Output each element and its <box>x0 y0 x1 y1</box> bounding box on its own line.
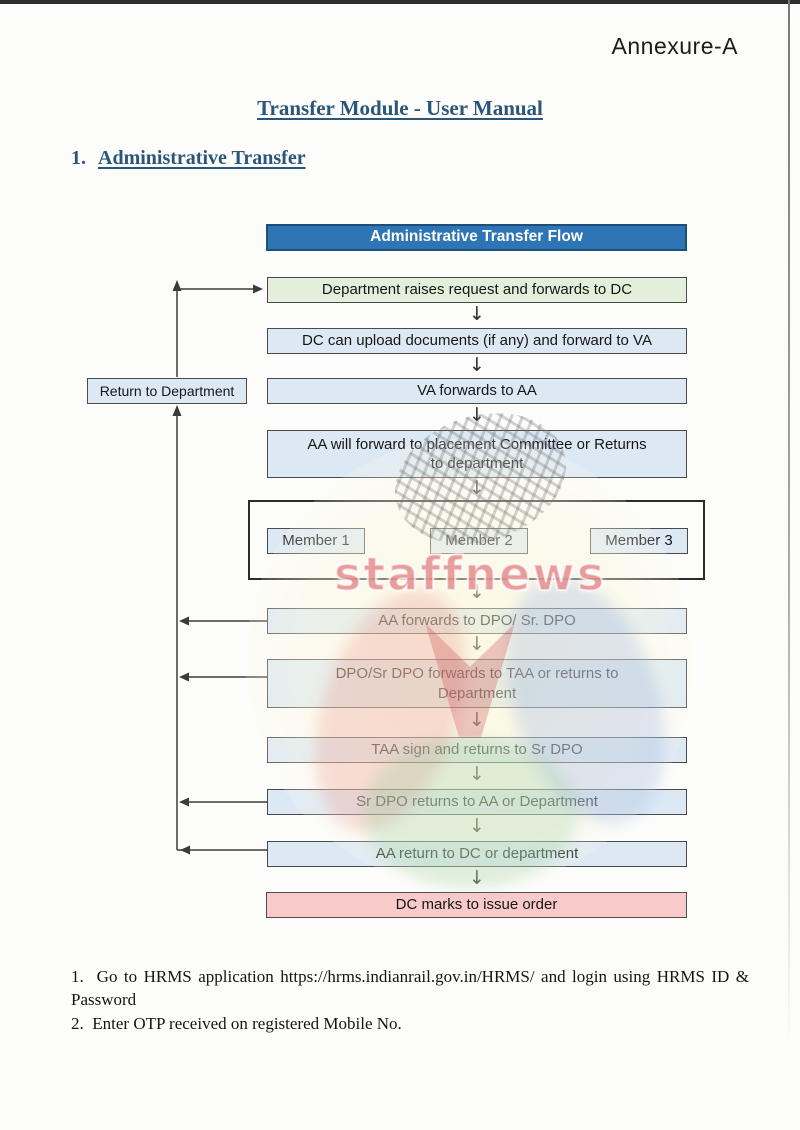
footer-notes: 1. Go to HRMS application https://hrms.i… <box>71 966 749 1036</box>
note-item-2: 2. Enter OTP received on registered Mobi… <box>71 1013 402 1033</box>
down-arrow-icon: ↓ <box>469 303 485 325</box>
down-arrow-icon: ↓ <box>469 477 485 499</box>
flow-node-taa-sign: TAA sign and returns to Sr DPO <box>267 737 687 763</box>
flow-node-aa-forward-dpo: AA forwards to DPO/ Sr. DPO <box>267 608 687 634</box>
flow-node-srdpo-return: Sr DPO returns to AA or Department <box>267 789 687 815</box>
flow-header: Administrative Transfer Flow <box>266 224 687 251</box>
flow-node-text-line: Department <box>437 684 517 702</box>
flow-node-dpo-forward-taa: DPO/Sr DPO forwards to TAA or returns to… <box>267 659 687 708</box>
down-arrow-icon: ↓ <box>469 867 485 889</box>
flow-node-text-line: to department <box>430 455 524 472</box>
note-item-1-line-2: Password <box>71 990 137 1010</box>
flow-node-member-1: Member 1 <box>267 528 365 554</box>
flow-node-dc-issue: DC marks to issue order <box>266 892 687 918</box>
down-arrow-icon: ↓ <box>469 815 485 837</box>
down-arrow-icon: ↓ <box>469 763 485 785</box>
page-top-edge <box>0 0 800 4</box>
page-title: Transfer Module - User Manual <box>0 96 800 121</box>
page-right-edge <box>788 0 790 1045</box>
flow-node-aa-forward-committee: AA will forward to placement Committee o… <box>267 430 687 478</box>
flow-node-dc-upload: DC can upload documents (if any) and for… <box>267 328 687 354</box>
flow-node-aa-return: AA return to DC or department <box>267 841 687 867</box>
flow-node-department-request: Department raises request and forwards t… <box>267 277 687 303</box>
annexure-label: Annexure-A <box>611 33 738 59</box>
down-arrow-icon: ↓ <box>469 404 485 426</box>
flow-node-va-forward: VA forwards to AA <box>267 378 687 404</box>
down-arrow-icon: ↓ <box>469 709 485 731</box>
flow-node-member-2: Member 2 <box>430 528 528 554</box>
flow-node-return-to-department: Return to Department <box>87 378 247 404</box>
down-arrow-icon: ↓ <box>469 581 485 603</box>
flow-node-member-3: Member 3 <box>590 528 688 554</box>
section-heading: 1. Administrative Transfer <box>71 147 306 170</box>
flow-node-text-line: DPO/Sr DPO forwards to TAA or returns to <box>335 665 619 682</box>
section-title: Administrative Transfer <box>98 147 306 169</box>
section-number: 1. <box>71 147 86 169</box>
note-item-1-line-1: 1. Go to HRMS application https://hrms.i… <box>71 967 749 986</box>
page-title-text: Transfer Module - User Manual <box>257 96 543 120</box>
flow-node-text-line: AA will forward to placement Committee o… <box>307 435 647 453</box>
down-arrow-icon: ↓ <box>469 633 485 655</box>
down-arrow-icon: ↓ <box>469 354 485 376</box>
